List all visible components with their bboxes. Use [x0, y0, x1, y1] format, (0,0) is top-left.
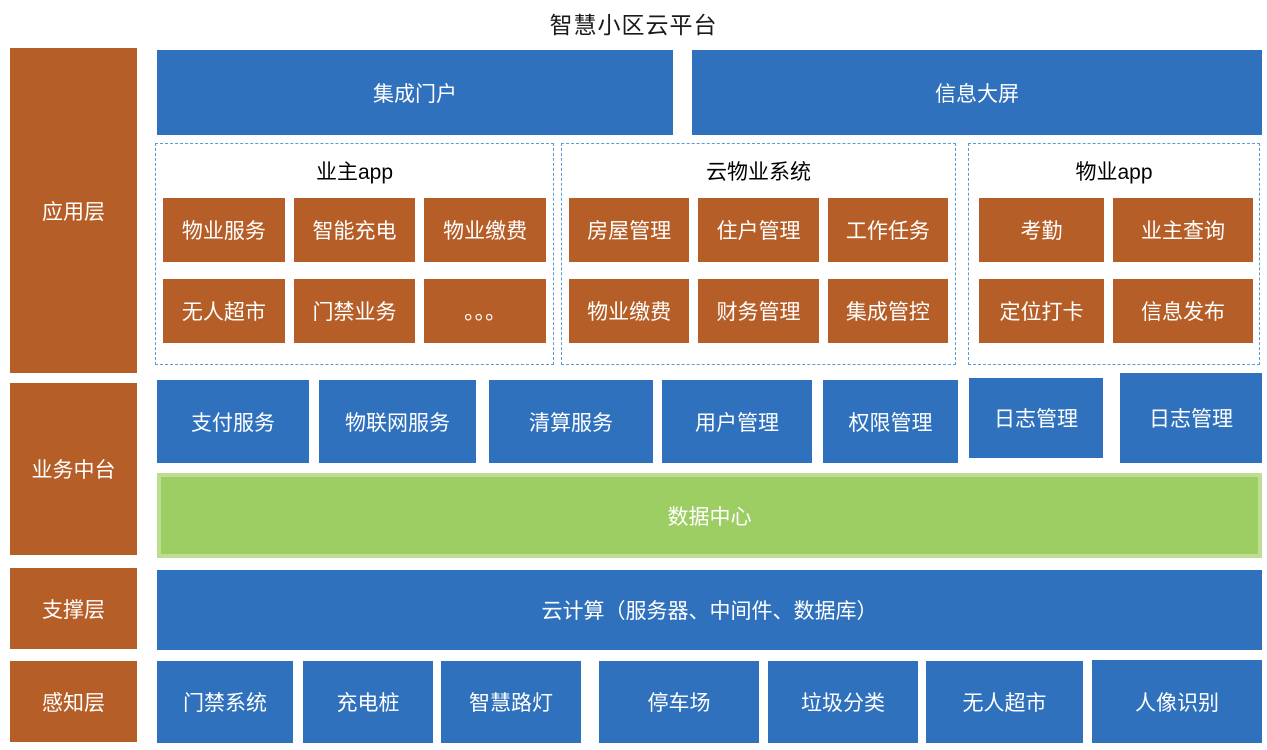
perception-box-charging-pile: 充电桩	[303, 661, 433, 743]
perception-box-unmanned-store: 无人超市	[926, 661, 1083, 743]
group-property-app: 物业app 考勤 业主查询 定位打卡 信息发布	[968, 143, 1260, 365]
perception-box-face-recognition: 人像识别	[1092, 660, 1262, 743]
group-owner-app: 业主app 物业服务 智能充电 物业缴费 无人超市 门禁业务 。。。	[155, 143, 554, 365]
group-title: 业主app	[315, 161, 394, 184]
app-tile: 物业缴费	[569, 279, 690, 343]
layer-label-perception: 感知层	[10, 661, 137, 742]
service-box-log-mgmt-2: 日志管理	[1120, 373, 1262, 463]
app-tile: 信息发布	[1113, 279, 1253, 343]
app-tile: 定位打卡	[979, 279, 1104, 343]
app-tile: 智能充电	[293, 198, 416, 262]
service-box-clearing: 清算服务	[489, 380, 653, 463]
perception-box-smart-streetlight: 智慧路灯	[441, 661, 581, 743]
app-tile-ellipsis: 。。。	[424, 279, 546, 343]
app-tile: 业主查询	[1113, 198, 1253, 262]
app-tile: 门禁业务	[293, 279, 416, 343]
group-cloud-property-system: 云物业系统 房屋管理 住户管理 工作任务 物业缴费 财务管理 集成管控	[561, 143, 956, 365]
app-tile: 物业服务	[163, 198, 285, 262]
tile-grid: 考勤 业主查询 定位打卡 信息发布	[969, 198, 1259, 343]
service-box-permission-mgmt: 权限管理	[823, 380, 958, 463]
layer-label-support: 支撑层	[10, 568, 137, 649]
app-tile: 房屋管理	[569, 198, 690, 262]
tile-grid: 房屋管理 住户管理 工作任务 物业缴费 财务管理 集成管控	[562, 198, 955, 343]
service-box-payment: 支付服务	[157, 380, 309, 463]
app-tile: 物业缴费	[424, 198, 546, 262]
group-title: 物业app	[1075, 161, 1153, 184]
app-tile: 工作任务	[827, 198, 948, 262]
group-title: 云物业系统	[706, 161, 811, 184]
app-tile: 集成管控	[827, 279, 948, 343]
perception-box-access-control: 门禁系统	[157, 661, 293, 743]
diagram-title: 智慧小区云平台	[549, 12, 718, 38]
data-center-bar: 数据中心	[157, 473, 1262, 558]
layer-label-application: 应用层	[10, 48, 137, 373]
layer-label-business-middle-platform: 业务中台	[10, 383, 137, 555]
service-box-log-mgmt: 日志管理	[969, 378, 1103, 458]
service-box-iot: 物联网服务	[319, 380, 476, 463]
info-big-screen-box: 信息大屏	[692, 50, 1262, 135]
perception-box-garbage-sorting: 垃圾分类	[768, 661, 918, 743]
integrated-portal-box: 集成门户	[157, 50, 673, 135]
perception-box-parking-lot: 停车场	[599, 661, 759, 743]
app-tile: 住户管理	[698, 198, 819, 262]
app-tile: 无人超市	[163, 279, 285, 343]
app-tile: 财务管理	[698, 279, 819, 343]
tile-grid: 物业服务 智能充电 物业缴费 无人超市 门禁业务 。。。	[156, 198, 553, 343]
service-box-user-mgmt: 用户管理	[662, 380, 812, 463]
cloud-computing-bar: 云计算（服务器、中间件、数据库）	[157, 570, 1262, 650]
app-tile: 考勤	[979, 198, 1104, 262]
